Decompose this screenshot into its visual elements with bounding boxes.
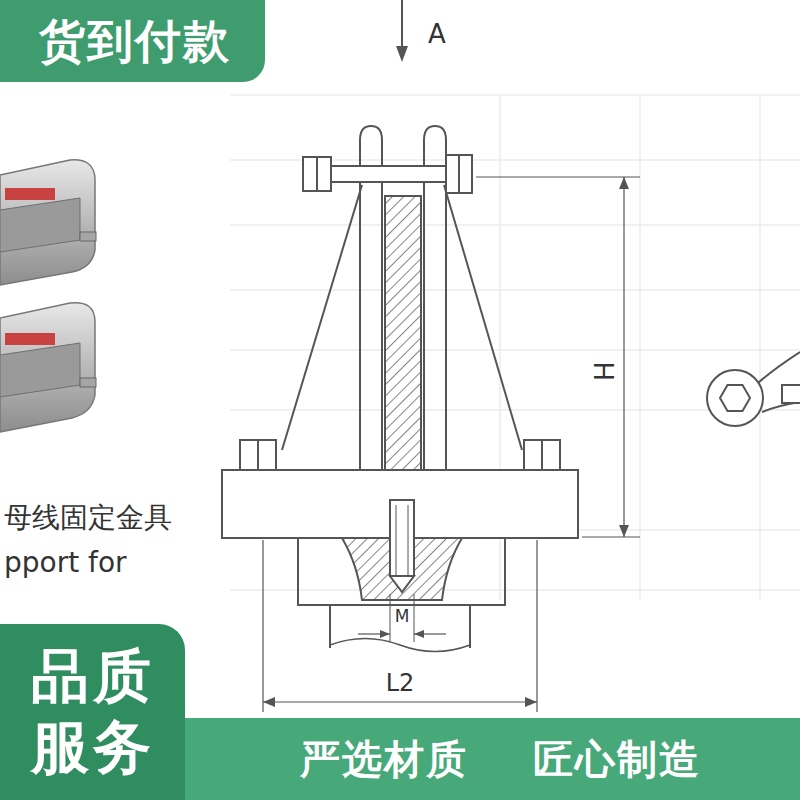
cod-banner: 货到付款 [0,0,265,82]
quality-badge: 品质 服务 [0,624,185,800]
dimension-label: M [395,607,410,626]
node-text: 匠心制造 [533,737,701,781]
product-caption: pport for [4,548,127,579]
node-text: 严选材质 [300,737,468,781]
dimension-label: L2 [386,670,415,696]
product-caption: 母线固定金具 [4,503,172,534]
arrow-label: A [428,20,446,49]
product-photo [0,160,96,432]
node-text: 品质 服务 [28,641,158,783]
node-text: 货到付款 [39,16,231,67]
dimension-label: H [592,362,621,382]
fixture-drawing [222,0,800,712]
